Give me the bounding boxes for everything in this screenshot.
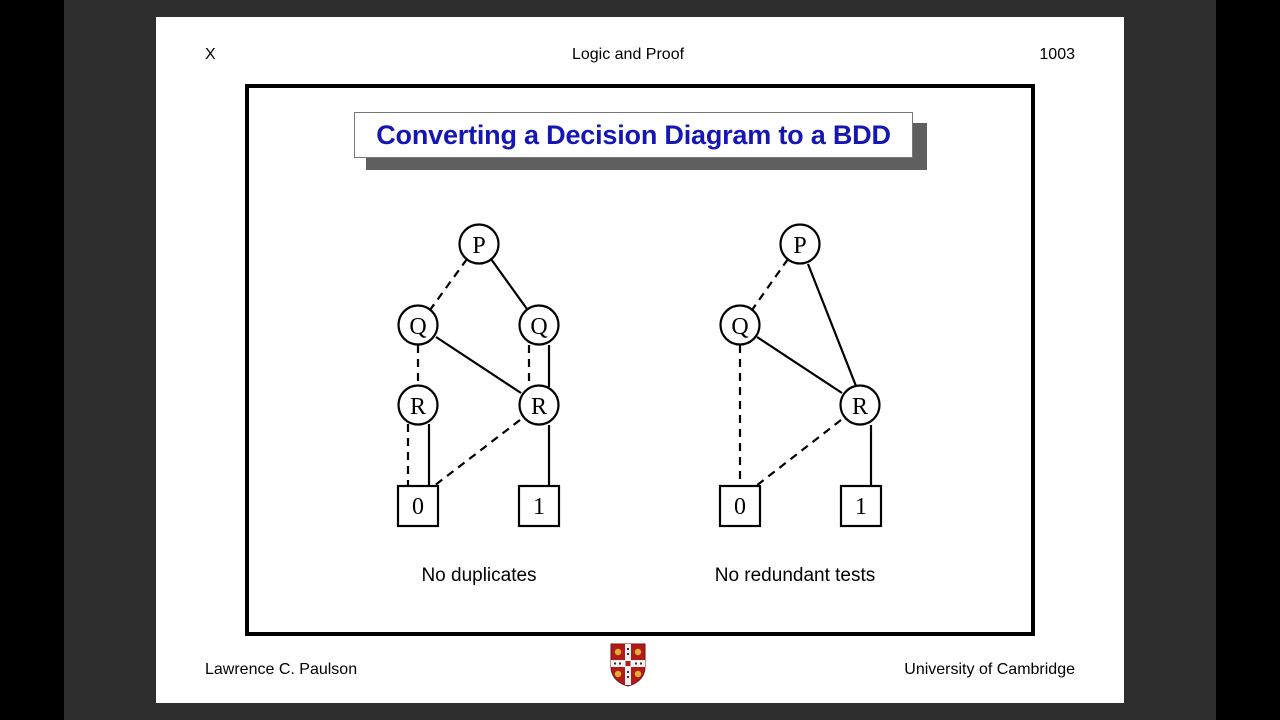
label-p: P — [472, 233, 485, 259]
node-r2 — [518, 384, 560, 426]
label-r: R — [852, 394, 868, 420]
terminal-1 — [517, 484, 561, 528]
node-q1 — [397, 304, 439, 346]
slide-title-box: Converting a Decision Diagram to a BDD — [354, 112, 913, 158]
label-q1: Q — [409, 314, 426, 340]
label-p: P — [793, 233, 806, 259]
slide-frame — [245, 84, 1035, 636]
label-q2: Q — [530, 314, 547, 340]
terminal-0 — [718, 484, 762, 528]
footer-author: Lawrence C. Paulson — [205, 661, 358, 678]
edge-q-r-solid — [756, 336, 843, 394]
caption-no-redundant-tests: No redundant tests — [714, 565, 876, 586]
node-r1 — [397, 384, 439, 426]
header-left: X — [205, 46, 216, 63]
footer-institution: University of Cambridge — [904, 661, 1075, 678]
terminal-0 — [396, 484, 440, 528]
edge-p-q-dashed — [751, 258, 789, 311]
label-r1: R — [410, 394, 426, 420]
node-q — [719, 304, 761, 346]
university-crest-icon — [610, 643, 646, 687]
node-r — [839, 384, 881, 426]
edge-p-q1-dashed — [429, 258, 468, 311]
label-0: 0 — [734, 494, 746, 520]
page-number: 1003 — [1039, 46, 1075, 63]
edge-r2-0-dashed — [433, 419, 521, 487]
edge-p-r-solid — [806, 263, 858, 387]
node-q2 — [518, 304, 560, 346]
edge-p-q2-solid — [490, 258, 528, 310]
header-title: Logic and Proof — [571, 46, 685, 63]
edge-r-0-dashed — [755, 419, 842, 487]
diagram-no-redundant-tests — [718, 223, 883, 528]
label-r2: R — [531, 394, 547, 420]
node-p — [458, 223, 500, 265]
label-1: 1 — [533, 494, 545, 520]
slide-title: Converting a Decision Diagram to a BDD — [376, 119, 891, 150]
label-0: 0 — [412, 494, 424, 520]
label-1: 1 — [855, 494, 867, 520]
edge-q1-r2-solid — [435, 336, 522, 394]
label-q: Q — [731, 314, 748, 340]
caption-no-duplicates: No duplicates — [421, 565, 537, 586]
diagram-no-duplicates — [396, 223, 561, 528]
terminal-1 — [839, 484, 883, 528]
node-p — [779, 223, 821, 265]
